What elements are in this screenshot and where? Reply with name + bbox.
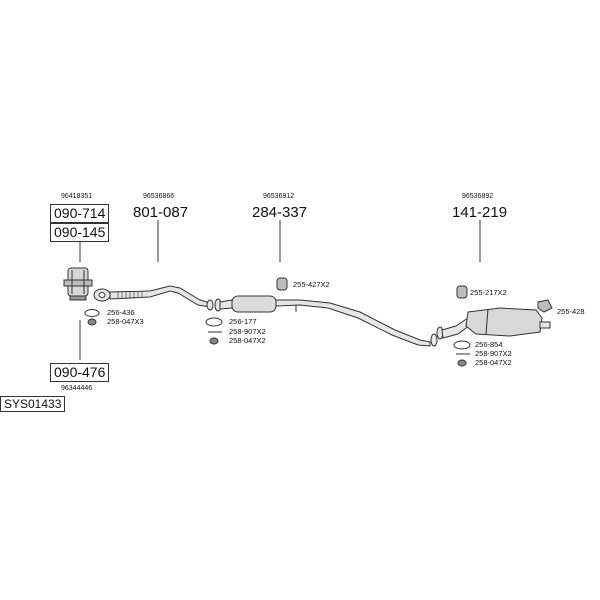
label-rear-nut: 258-047X2 [475,358,512,367]
rear-gasket-icon [453,340,471,350]
front-pipe [93,285,214,311]
label-mid-hanger: 255-427X2 [293,280,330,289]
front-gasket-icon [84,309,100,317]
rear-hanger-icon [456,285,468,299]
rear-silencer [436,307,551,340]
front-nut-icon [87,318,97,326]
part-front-top-2[interactable]: 090-145 [50,223,110,242]
oem-front-pipe: 96536866 [143,193,175,200]
part-middle[interactable]: 284-337 [252,204,308,221]
part-front-top-1[interactable]: 090-714 [50,204,110,223]
label-rear-gasket: 256-854 [475,340,503,349]
label-mid-bolt: 258-907X2 [229,327,266,336]
oem-front-top: 96418351 [61,193,93,200]
label-rear-hanger: 255-217X2 [470,288,507,297]
label-mid-gasket: 256-177 [229,317,257,326]
rear-bracket-icon [537,299,553,313]
label-front-gasket: 256-436 [107,308,135,317]
mid-gasket-icon [205,317,223,327]
rear-nut-icon [457,359,467,367]
catalytic-converter [63,267,93,301]
label-mid-nut: 258-047X2 [229,336,266,345]
oem-middle: 96536912 [263,193,295,200]
oem-rear: 96536892 [462,193,494,200]
system-code: SYS01433 [0,396,66,412]
part-front-pipe[interactable]: 801-087 [133,204,189,221]
part-rear[interactable]: 141-219 [452,204,508,221]
mid-hanger-icon [276,277,288,291]
label-rear-bolt: 258-907X2 [475,349,512,358]
part-cat-bottom[interactable]: 090-476 [50,363,110,382]
oem-cat-bottom: 96344446 [61,385,93,392]
label-rear-bracket: 255-428 [557,307,585,316]
mid-nut-icon [209,337,219,345]
label-front-nut: 258-047X3 [107,317,144,326]
middle-silencer [214,295,438,347]
